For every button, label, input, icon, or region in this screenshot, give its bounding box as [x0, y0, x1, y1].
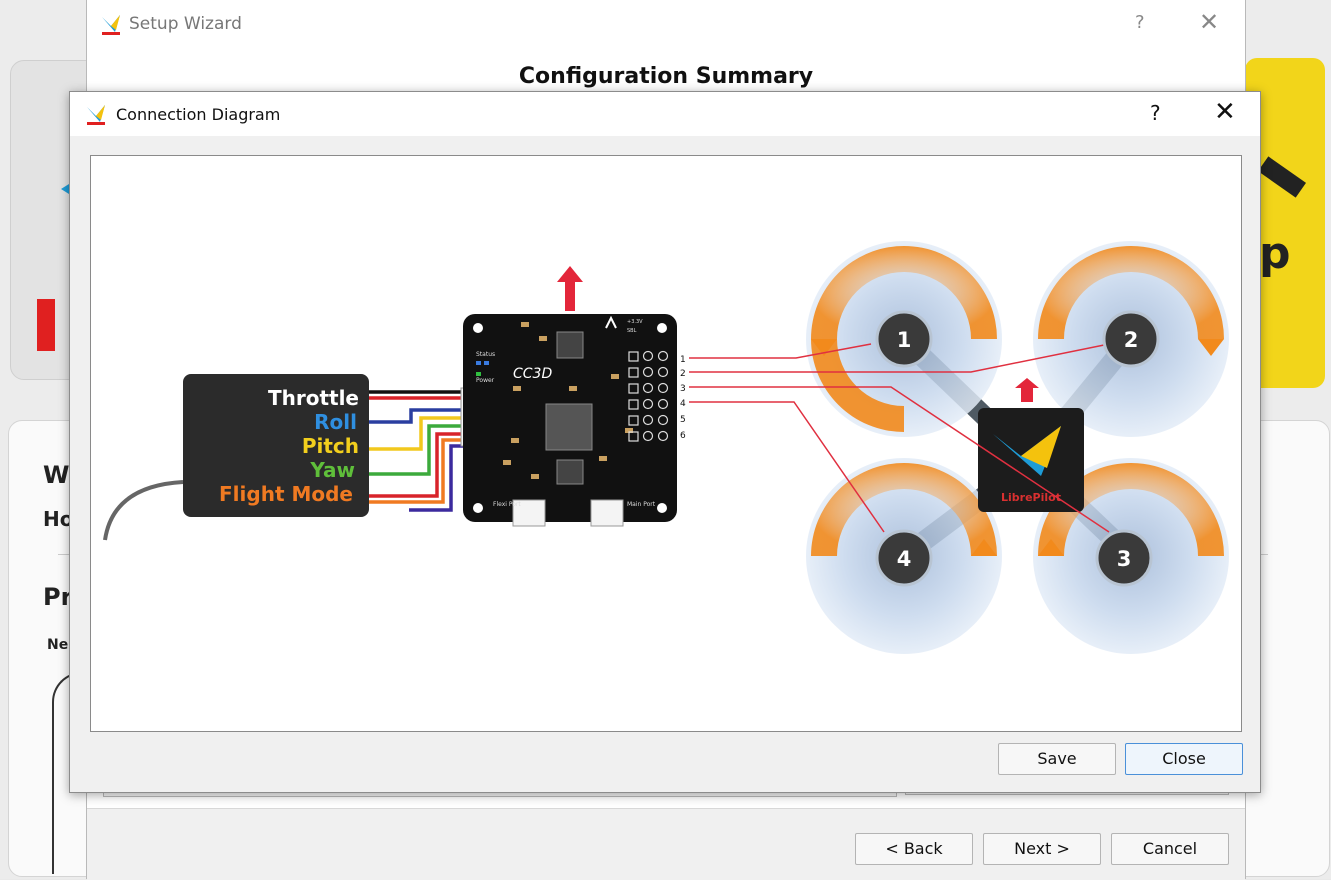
background-fragment-w: W [43, 461, 70, 489]
dialog-title: Connection Diagram [116, 105, 281, 124]
dialog-titlebar: Connection Diagram ? ✕ [70, 92, 1260, 136]
output-pin-4: 4 [680, 399, 686, 409]
board-main-chip [545, 403, 593, 451]
output-pin-3: 3 [680, 384, 686, 394]
wizard-titlebar: Setup Wizard ? ✕ [87, 0, 1245, 48]
wizard-button-bar: < Back Next > Cancel [87, 808, 1245, 880]
motor-3: 3 [1095, 529, 1153, 587]
next-button[interactable]: Next > [983, 833, 1101, 865]
wizard-heading: Configuration Summary [518, 64, 814, 89]
diagram-canvas: Throttle Roll Pitch Yaw Flight Mode [90, 155, 1242, 732]
motor-signal-wires [689, 343, 1110, 533]
background-logo-letter-p: p [1259, 228, 1291, 279]
background-logo-letter [37, 299, 55, 351]
motor-2: 2 [1102, 310, 1160, 368]
back-button[interactable]: < Back [855, 833, 973, 865]
background-fragment-pr: Pr [43, 583, 73, 611]
wizard-close-button[interactable]: ✕ [1199, 8, 1220, 36]
board-label-power: Power [476, 377, 495, 384]
board-forward-arrow-icon [557, 266, 583, 311]
output-pin-6: 6 [680, 431, 686, 441]
wizard-help-button[interactable]: ? [1135, 12, 1145, 33]
board-orientation-mark [605, 315, 617, 329]
connection-diagram: Throttle Roll Pitch Yaw Flight Mode [103, 241, 1229, 654]
librepilot-app-icon [85, 103, 107, 125]
output-pin-2: 2 [680, 369, 686, 379]
background-logo-stroke [1257, 156, 1307, 198]
antenna-cable [103, 480, 184, 541]
motor-3-label: 3 [1117, 547, 1132, 571]
cancel-button[interactable]: Cancel [1111, 833, 1229, 865]
background-fragment-ho: Ho [43, 507, 74, 531]
output-pin-labels: 1 2 3 4 5 6 [680, 355, 686, 441]
board-label-flexi-port: Flexi Port [493, 501, 521, 508]
receiver-channel-flight-mode: Flight Mode [219, 482, 353, 506]
flexi-port-connector [512, 499, 546, 527]
quad-forward-arrow-icon [1015, 378, 1039, 402]
receiver-wires [369, 390, 463, 512]
motor-1-label: 1 [897, 328, 912, 352]
output-pin-1: 1 [680, 355, 686, 365]
motor-1: 1 [875, 310, 933, 368]
receiver-box [183, 374, 369, 517]
output-pin-5: 5 [680, 415, 686, 425]
connection-diagram-dialog: Connection Diagram ? ✕ Throttle R [69, 91, 1261, 793]
board-label-status: Status [476, 351, 495, 358]
close-button[interactable]: Close [1125, 743, 1243, 775]
receiver-channel-yaw: Yaw [309, 458, 355, 482]
motor-2-label: 2 [1124, 328, 1139, 352]
motor-4-label: 4 [897, 547, 912, 571]
board-components [503, 322, 633, 479]
board-name: CC3D [513, 366, 552, 382]
board-gyro-chip [556, 331, 584, 359]
wizard-title: Setup Wizard [129, 14, 242, 34]
motor-4: 4 [875, 529, 933, 587]
board-label-main-port: Main Port [627, 501, 656, 508]
board-flash-chip [556, 459, 584, 485]
save-button[interactable]: Save [998, 743, 1116, 775]
dialog-help-button[interactable]: ? [1150, 101, 1161, 125]
board-label-3v3: +3.3V [627, 319, 643, 325]
receiver-channel-pitch: Pitch [302, 434, 359, 458]
wizard-inner-frame-left [103, 790, 897, 797]
main-port-connector [590, 499, 624, 527]
receiver-channel-roll: Roll [314, 410, 357, 434]
librepilot-app-icon [100, 13, 122, 35]
board-output-header [628, 350, 669, 442]
background-fragment-ne: Ne [47, 637, 69, 653]
receiver-channel-throttle: Throttle [268, 386, 359, 410]
board-label-sbl: SBL [627, 328, 637, 334]
center-logo-text: LibrePilot [1001, 491, 1061, 504]
dialog-close-icon-button[interactable]: ✕ [1214, 97, 1236, 127]
